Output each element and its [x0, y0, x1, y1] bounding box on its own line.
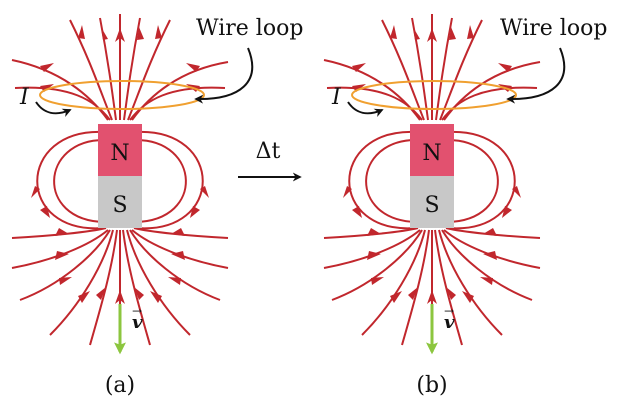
north-label: N	[110, 141, 129, 166]
wire-loop-pointer	[506, 47, 566, 104]
velocity-label: v	[444, 312, 455, 333]
current-label: I	[19, 85, 30, 110]
velocity-vector-mark: →	[444, 304, 454, 318]
wire-loop	[39, 80, 205, 110]
wire-loop-pointer	[194, 47, 254, 104]
north-pole	[410, 124, 454, 176]
current-arrow	[347, 101, 384, 117]
current-arrow	[35, 101, 72, 117]
panel-caption-a: (a)	[105, 373, 135, 398]
wire-loop-label: Wire loop	[500, 16, 607, 41]
panel-a: N S I Wire loop v → (a)	[11, 14, 303, 398]
panel-caption-b: (b)	[416, 373, 447, 398]
panel-b: N S I Wire loop v → (b)	[323, 14, 607, 398]
south-pole	[410, 176, 454, 228]
south-pole	[98, 176, 142, 228]
field-arrowheads	[31, 25, 209, 304]
velocity-label: v	[132, 312, 143, 333]
current-label: I	[331, 85, 342, 110]
transition: Δt	[238, 139, 302, 182]
wire-loop	[351, 80, 517, 110]
north-pole	[98, 124, 142, 176]
south-label: S	[424, 193, 439, 218]
wire-loop-label: Wire loop	[196, 16, 303, 41]
south-label: S	[112, 193, 127, 218]
north-label: N	[422, 141, 441, 166]
delta-t-label: Δt	[256, 139, 281, 164]
velocity-vector-mark: →	[132, 304, 142, 318]
